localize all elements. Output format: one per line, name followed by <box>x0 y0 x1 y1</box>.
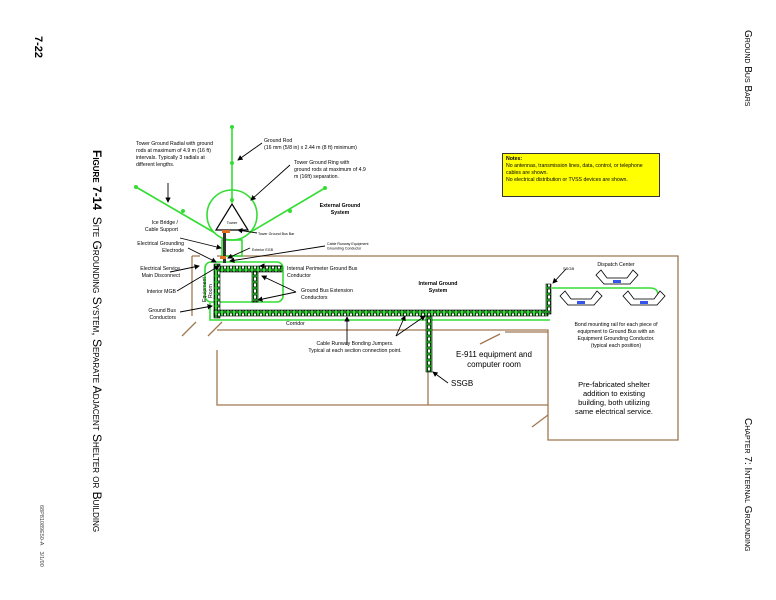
corridor-label: Corridor <box>286 321 305 327</box>
tower-bus-bar <box>222 230 230 233</box>
tower-icon <box>214 202 250 231</box>
dispatch-consoles <box>552 269 666 306</box>
tower-label: Tower <box>227 220 238 225</box>
figure-label: Figure 7-14 <box>90 150 104 211</box>
ssgb-label: SSGB <box>451 379 473 388</box>
notes-line: No electrical distribution or TVSS devic… <box>506 177 628 183</box>
tower-bus-bar-label: Tower Ground Bus Bar <box>258 232 295 236</box>
running-footer: Chapter 7: Internal Grounding <box>742 418 753 552</box>
ice-bridge <box>223 233 226 263</box>
figure-caption: Figure 7-14 Site Grounding System, Separ… <box>90 150 104 532</box>
notes-title: Notes: <box>506 156 523 162</box>
dispatch-center-label: Dispatch Center <box>597 262 634 268</box>
dispatch-ssgb-label: SSGB <box>563 266 574 271</box>
interior-mgb-label: Interior MGB <box>147 289 177 295</box>
exterior-egb <box>220 256 226 259</box>
running-header: Ground Bus Bars <box>742 30 753 107</box>
doc-id: 68P81089E50-A <box>38 505 44 546</box>
callout-arrows <box>165 142 567 384</box>
ground-rods <box>134 125 327 213</box>
notes-box: Notes: No antennas, transmission lines, … <box>502 153 660 197</box>
internal-perimeter-ring <box>204 261 284 303</box>
cable-runway <box>213 263 552 373</box>
doc-date: 3/1/00 <box>38 551 44 567</box>
page-number: 7-22 <box>32 36 44 59</box>
notes-line: No antennas, transmission lines, data, c… <box>506 163 643 176</box>
equipment-room-label: EquipmentRoom <box>202 277 214 302</box>
exterior-egb-label: Exterior EGB <box>252 248 274 252</box>
bonding-jumpers-label: Cable Runway Bonding Jumpers.Typical at … <box>308 341 401 354</box>
ice-bridge-label: Ice Bridge /Cable Support <box>145 220 179 233</box>
figure-title: Site Grounding System, Separate Adjacent… <box>90 216 104 533</box>
footer-doc-id: 68P81089E50-A 3/1/00 <box>38 505 44 567</box>
ground-rod-label: Ground Rod(16 mm (5/8 in) x 2.44 m (8 ft… <box>264 138 357 151</box>
